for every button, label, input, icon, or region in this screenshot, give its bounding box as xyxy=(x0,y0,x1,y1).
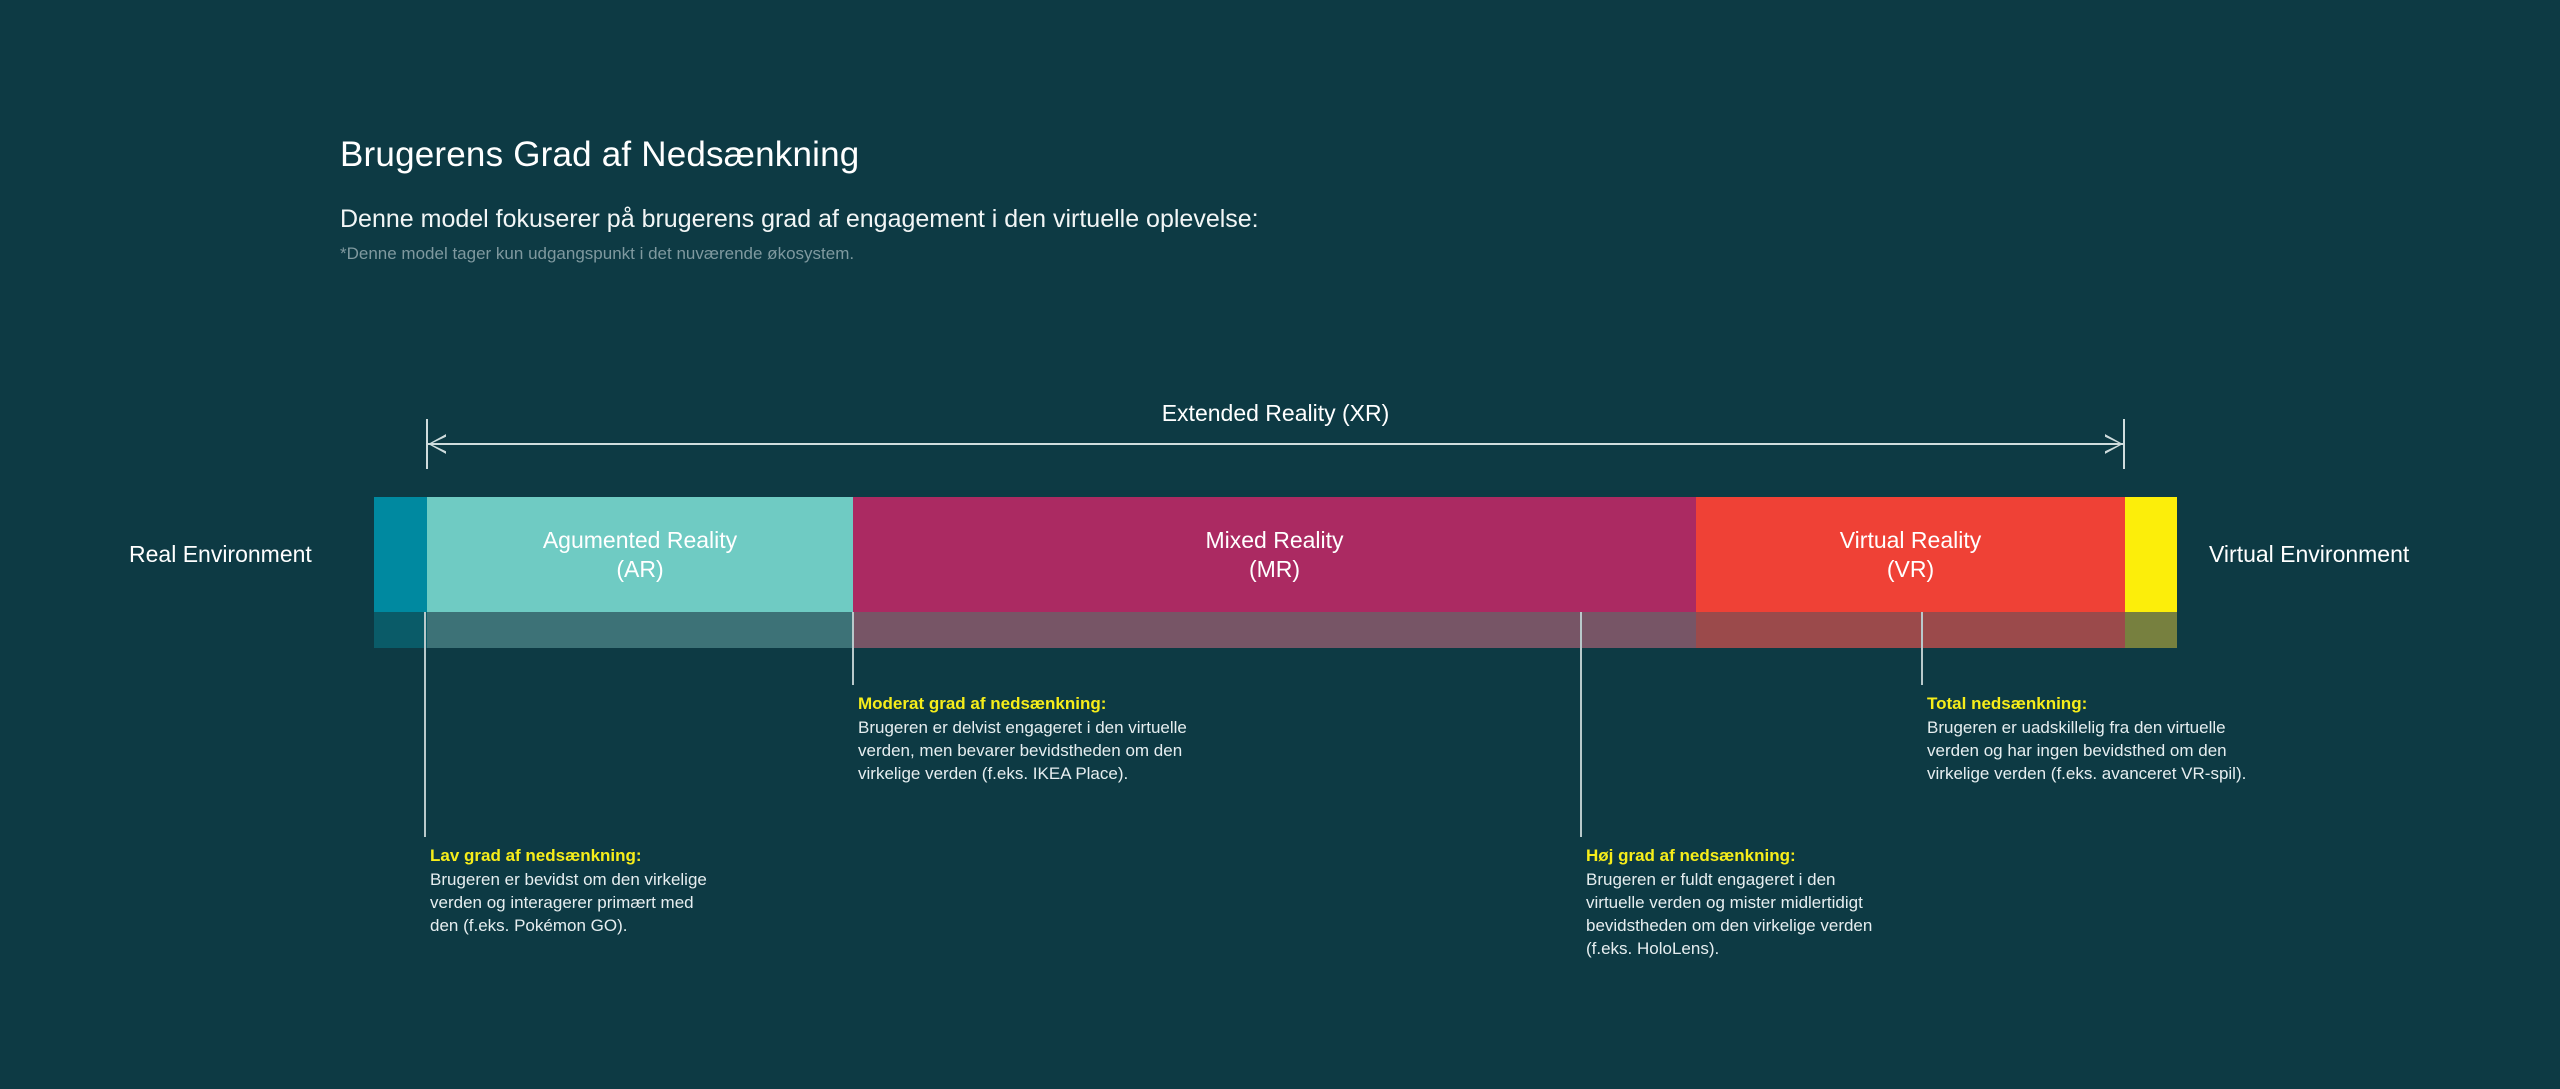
spectrum-shadow-bar xyxy=(374,612,2177,648)
spectrum-segment-ar: Agumented Reality (AR) xyxy=(427,497,853,612)
page-footnote: *Denne model tager kun udgangspunkt i de… xyxy=(340,244,855,263)
annotation-body-total: Brugeren er uadskillelig fra den virtuel… xyxy=(1927,718,2247,783)
arrow-left-icon xyxy=(428,434,446,454)
annotation-connector-total xyxy=(1921,612,1923,685)
annotation-title-hoj: Høj grad af nedsænkning: xyxy=(1586,846,1796,865)
header-block: Brugerens Grad af Nedsænkning Denne mode… xyxy=(340,134,1259,264)
annotation-title-lav: Lav grad af nedsænkning: xyxy=(430,846,642,865)
spectrum-segment-real xyxy=(374,497,427,612)
xr-bracket-tick-right xyxy=(2123,419,2125,469)
spectrum-shadow-real xyxy=(374,612,427,648)
annotation-title-total: Total nedsænkning: xyxy=(1927,694,2088,713)
annotation-hoj: Høj grad af nedsænkning: Brugeren er fuld… xyxy=(1586,845,1872,961)
annotation-body-lav: Brugeren er bevidst om den virkelige ver… xyxy=(430,870,707,935)
page-title: Brugerens Grad af Nedsænkning xyxy=(340,135,860,174)
xr-bracket xyxy=(426,419,2125,469)
annotation-body-moderat: Brugeren er delvist engageret i den virt… xyxy=(858,718,1187,783)
annotation-title-moderat: Moderat grad af nedsænkning: xyxy=(858,694,1107,713)
annotation-connector-moderat xyxy=(852,612,854,685)
label-virtual-environment: Virtual Environment xyxy=(2209,541,2410,567)
xr-bracket-tick-left xyxy=(426,419,428,469)
annotation-body-hoj: Brugeren er fuldt engageret i den virtue… xyxy=(1586,870,1873,958)
page-subtitle: Denne model fokuserer på brugerens grad … xyxy=(340,205,1259,233)
spectrum-shadow-mr xyxy=(853,612,1696,648)
annotation-lav: Lav grad af nedsænkning: Brugeren er bevi… xyxy=(430,845,707,938)
annotation-connector-hoj xyxy=(1580,612,1582,837)
spectrum-shadow-virtual xyxy=(2125,612,2177,648)
spectrum-segment-mr: Mixed Reality (MR) xyxy=(853,497,1696,612)
spectrum-shadow-vr xyxy=(1696,612,2125,648)
spectrum-shadow-ar xyxy=(427,612,853,648)
spectrum-segment-virtual xyxy=(2125,497,2177,612)
annotation-total: Total nedsænkning: Brugeren er uadskillel… xyxy=(1927,693,2246,786)
spectrum-bar: Agumented Reality (AR)Mixed Reality (MR)… xyxy=(374,497,2177,612)
spectrum-segment-vr: Virtual Reality (VR) xyxy=(1696,497,2125,612)
arrow-right-icon xyxy=(2105,434,2123,454)
xr-bracket-label: Extended Reality (XR) xyxy=(1161,400,1390,426)
label-real-environment: Real Environment xyxy=(129,541,312,567)
annotation-connector-lav xyxy=(424,612,426,837)
annotation-moderat: Moderat grad af nedsænkning: Brugeren er … xyxy=(858,693,1187,786)
